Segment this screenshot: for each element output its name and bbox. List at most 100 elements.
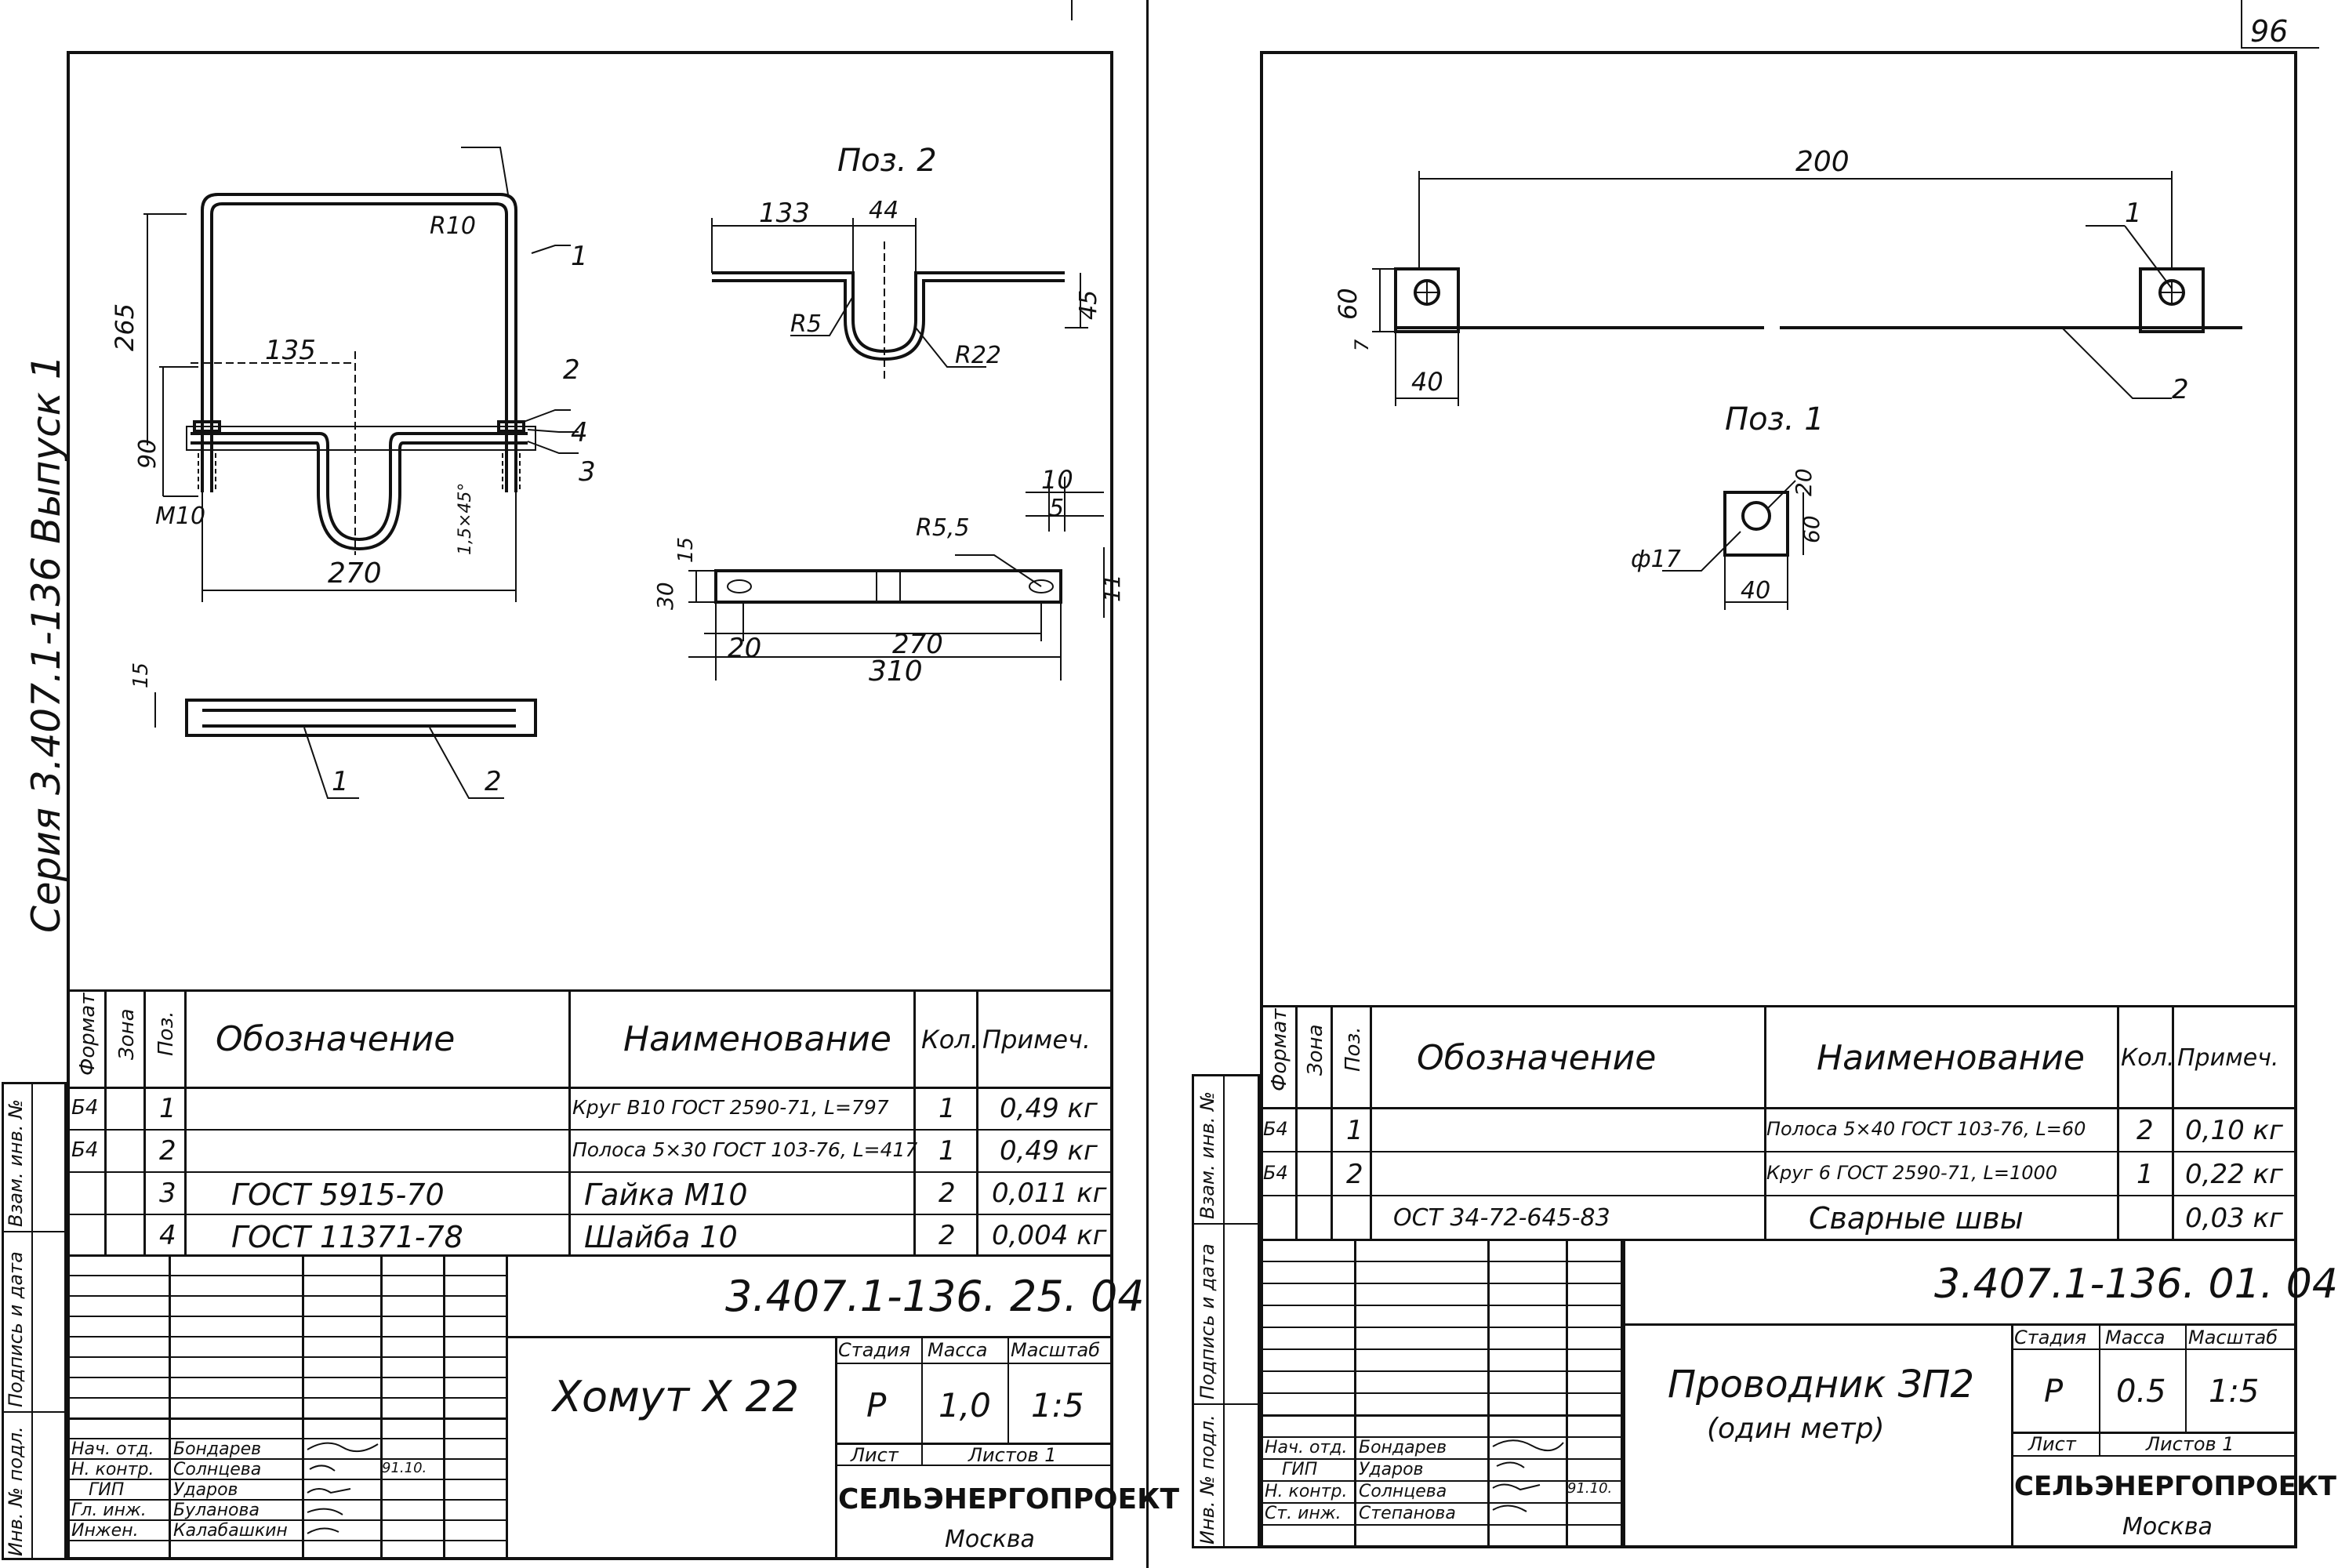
left-signer-role-5: Инжен.: [71, 1521, 139, 1541]
right-sheet-label: Лист: [2028, 1433, 2076, 1455]
left-stamp-inv: Инв. № подл.: [5, 1426, 27, 1556]
dim-r10: R10: [430, 212, 476, 240]
dim-phi17: ф17: [1631, 546, 1681, 573]
left-side-stamp: [2, 1082, 67, 1560]
right-stage-label: Стадия: [2014, 1327, 2087, 1348]
left-stamp-vzam: Взам. инв. №: [5, 1099, 27, 1227]
right-row2-kol: 1: [2137, 1159, 2154, 1190]
right-col-poz: Поз.: [1341, 1026, 1365, 1072]
dim-60: 60: [1333, 288, 1363, 320]
right-row1-format: Б4: [1263, 1118, 1288, 1140]
right-stamp-podpis: Подпись и дата: [1196, 1243, 1218, 1399]
right-row1-kol: 2: [2137, 1115, 2154, 1146]
right-title-2: (один метр): [1707, 1413, 1885, 1445]
left-row3-oboz: ГОСТ 5915-70: [231, 1178, 445, 1212]
left-signer-role-4: Гл. инж.: [71, 1501, 147, 1520]
right-stamp-h2: [1192, 1403, 1260, 1405]
left-signer-name-1: Бондарев: [173, 1439, 262, 1459]
left-sheet-label: Лист: [851, 1444, 899, 1466]
right-row3-prim: 0,03 кг: [2185, 1203, 2283, 1234]
left-title: Хомут Х 22: [553, 1372, 800, 1421]
left-signer-role-2: Н. контр.: [71, 1460, 154, 1479]
right-date-small: 91.10.: [1567, 1480, 1613, 1497]
left-drawing: 265 R10 135 90 M10 270 1,5×45° 1 2 4 3 П…: [110, 143, 1125, 799]
strap: [191, 432, 528, 542]
left-signer-name-2: Солнцева: [173, 1460, 262, 1479]
left-mass: 1,0: [938, 1386, 991, 1425]
left-row2-prim: 0,49 кг: [1000, 1135, 1098, 1167]
dim-200: 200: [1795, 146, 1850, 178]
left-stamp-h2: [2, 1411, 67, 1413]
left-sheet-frame: [67, 51, 1113, 1560]
left-sheets-label: Листов 1: [968, 1444, 1057, 1466]
left-signer-role-1: Нач. отд.: [71, 1439, 154, 1459]
dim-40: 40: [1411, 367, 1443, 397]
r-callout-1: 1: [2125, 198, 2142, 229]
left-title-block: 3.407.1-136. 25. 04 Хомут Х 22 Стадия Ма…: [67, 1254, 1179, 1560]
dim-20: 20: [728, 633, 761, 664]
poz1-title: Поз. 1: [1725, 401, 1824, 437]
series-label: Серия 3.407.1-136 Выпуск 1: [24, 354, 69, 933]
poz2-title: Поз. 2: [837, 143, 937, 179]
dim-133: 133: [759, 198, 810, 229]
left-row1-naim: Круг В10 ГОСТ 2590-71, L=797: [572, 1096, 889, 1119]
right-col-kol: Кол.: [2121, 1044, 2175, 1072]
right-row1-naim: Полоса 5×40 ГОСТ 103-76, L=60: [1766, 1118, 2086, 1140]
dim-chamfer: 1,5×45°: [456, 483, 475, 555]
right-signer-name-1: Бондарев: [1359, 1438, 1447, 1457]
right-mass: 0.5: [2116, 1374, 2166, 1410]
right-row2-poz: 2: [1346, 1159, 1363, 1190]
left-row2-poz: 2: [159, 1135, 176, 1167]
left-row1-poz: 1: [159, 1093, 176, 1124]
left-signer-name-3: Ударов: [173, 1480, 238, 1500]
left-row2-naim: Полоса 5×30 ГОСТ 103-76, L=417: [572, 1138, 918, 1161]
dim-5: 5: [1049, 495, 1064, 522]
dim-270: 270: [328, 557, 382, 590]
left-signer-role-3: ГИП: [89, 1480, 125, 1500]
dim-40b: 40: [1741, 577, 1770, 604]
left-stamp-divider: [31, 1082, 33, 1560]
callout-1: 1: [571, 241, 588, 272]
r-callout-2: 2: [2172, 374, 2189, 405]
plan-callout-1: 1: [332, 766, 349, 797]
right-signer-role-1: Нач. отд.: [1265, 1438, 1348, 1457]
right-title-block: 3.407.1-136. 01. 04 Проводник ЗП2 (один …: [1260, 1239, 2338, 1548]
right-row2-format: Б4: [1263, 1162, 1288, 1184]
dim-310: 310: [869, 655, 923, 688]
dim-60b: 60: [1799, 515, 1824, 543]
right-signer-role-4: Ст. инж.: [1265, 1504, 1341, 1523]
right-col-format: Формат: [1268, 1008, 1291, 1092]
sheet-divider: [1146, 0, 1149, 1568]
left-row4-poz: 4: [159, 1220, 176, 1251]
dim-10: 10: [1041, 465, 1073, 495]
left-row3-prim: 0,011 кг: [992, 1178, 1107, 1209]
right-sheets-label: Листов 1: [2146, 1433, 2235, 1455]
left-row3-kol: 2: [938, 1178, 956, 1209]
right-signer-name-3: Солнцева: [1359, 1482, 1447, 1501]
page-number-rule-h: [2241, 47, 2319, 49]
left-row3-naim: Гайка М10: [584, 1178, 748, 1212]
right-signer-name-2: Ударов: [1359, 1460, 1424, 1479]
u-bolt-outline: [201, 193, 517, 492]
sheet-divider-2: [1071, 0, 1073, 20]
right-row3-oboz: ОСТ 34-72-645-83: [1393, 1204, 1610, 1232]
page-number: 96: [2250, 14, 2289, 49]
dim-44: 44: [869, 197, 899, 224]
left-row1-kol: 1: [938, 1093, 956, 1124]
right-col-oboz: Обозначение: [1417, 1038, 1657, 1078]
dim-90: 90: [134, 439, 162, 469]
dim-270b: 270: [892, 629, 943, 660]
right-bom: Формат Зона Поз. Обозначение Наименовани…: [1260, 1005, 2297, 1241]
right-stamp-inv: Инв. № подл.: [1196, 1414, 1218, 1544]
dim-15: 15: [674, 537, 698, 563]
right-signer-name-4: Степанова: [1359, 1504, 1456, 1523]
left-row2-kol: 1: [938, 1135, 956, 1167]
right-row1-poz: 1: [1346, 1115, 1363, 1146]
left-stamp-h1: [2, 1231, 67, 1232]
right-doc-number: 3.407.1-136. 01. 04: [1934, 1261, 2338, 1308]
left-stage-label: Стадия: [838, 1339, 911, 1361]
right-row3-naim: Сварные швы: [1809, 1201, 2024, 1236]
right-org: СЕЛЬЭНЕРГОПРОЕКТ: [2014, 1471, 2336, 1502]
right-stamp-h1: [1192, 1223, 1260, 1225]
left-date-small: 91.10.: [382, 1460, 427, 1476]
